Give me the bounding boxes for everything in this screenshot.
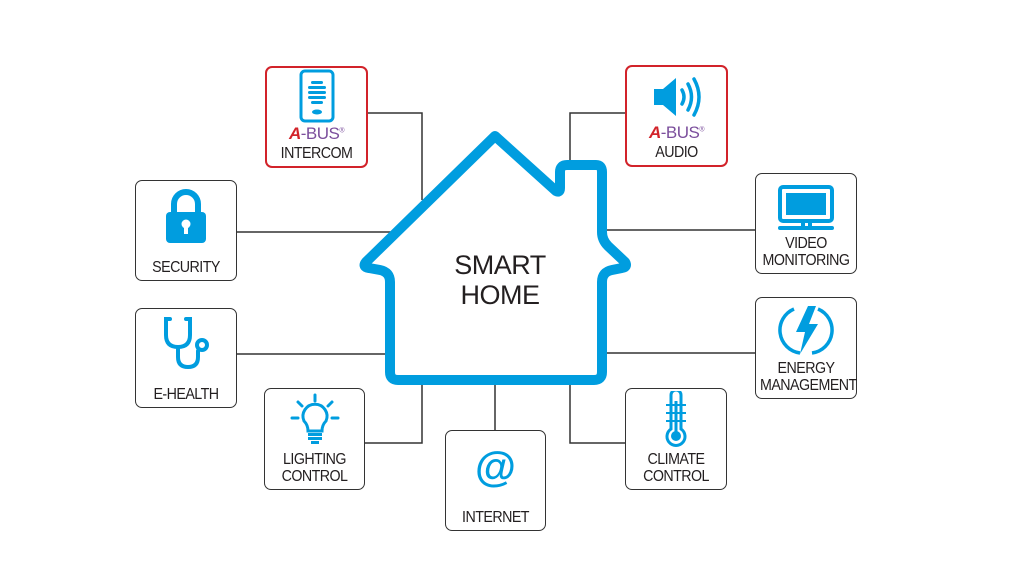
lightbulb-icon	[265, 393, 364, 445]
connector-lines	[237, 112, 755, 444]
registered-mark: ®	[339, 127, 345, 135]
intercom-icon	[267, 69, 366, 123]
node-internet[interactable]: @ INTERNET	[445, 430, 546, 531]
title-line-2: HOME	[460, 280, 541, 310]
ehealth-label: E-HEALTH	[153, 386, 219, 403]
abus-logo: A-BUS®	[267, 124, 366, 144]
internet-label: INTERNET	[462, 509, 529, 526]
node-audio[interactable]: A-BUS® AUDIO	[625, 65, 728, 167]
security-label: SECURITY	[152, 259, 220, 276]
abus-logo: A-BUS®	[627, 123, 726, 143]
node-intercom[interactable]: A-BUS® INTERCOM	[265, 66, 368, 168]
node-ehealth[interactable]: E-HEALTH	[135, 308, 237, 408]
lock-icon	[136, 189, 236, 243]
lightning-icon	[756, 304, 856, 356]
abus-brand: A-BUS	[648, 123, 700, 142]
stethoscope-icon	[136, 317, 236, 370]
at-icon: @	[475, 443, 516, 490]
connector-intercom	[367, 112, 423, 200]
registered-mark: ®	[699, 126, 705, 134]
connector-climate	[569, 380, 625, 444]
intercom-label: INTERCOM	[280, 145, 353, 162]
abus-brand: A-BUS	[288, 124, 340, 143]
monitor-icon	[756, 182, 856, 234]
thermometer-icon	[626, 391, 726, 447]
title-line-1: SMART	[454, 250, 546, 280]
connector-audio	[569, 112, 625, 170]
house-title: SMART HOME	[420, 250, 580, 310]
audio-label: AUDIO	[655, 144, 698, 161]
connector-lighting	[365, 380, 423, 444]
house-outline	[359, 131, 631, 385]
speaker-icon	[627, 71, 726, 123]
node-security[interactable]: SECURITY	[135, 180, 237, 281]
